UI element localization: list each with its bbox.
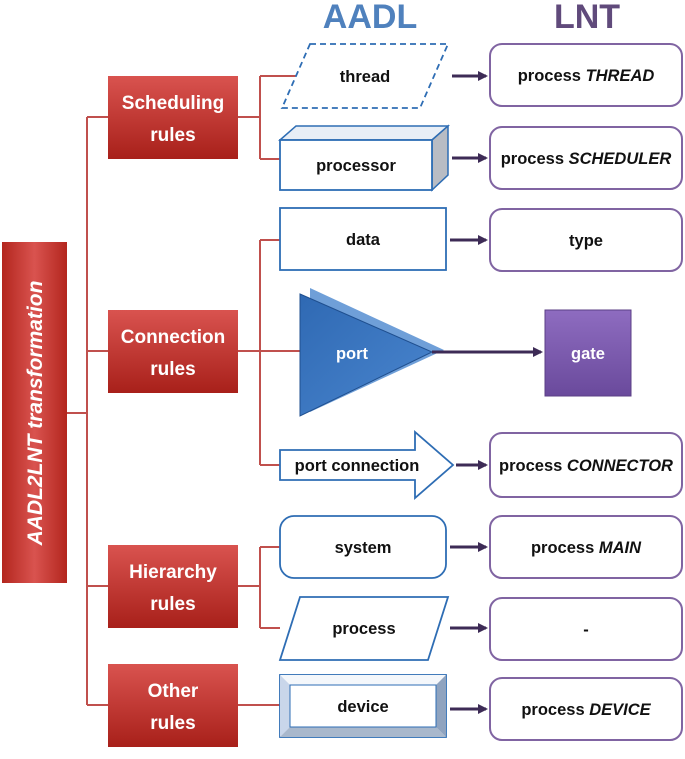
lnt-data-box: type [489,208,683,272]
lnt-port-connection-prefix: process [499,457,567,475]
lnt-system-prefix: process [531,539,599,557]
aadl-header: AADL [323,0,417,36]
aadl-thread-label: thread [340,68,390,86]
scheduling-label-line1: Scheduling [122,93,224,114]
svg-text:process MAIN: process MAIN [531,539,642,557]
lnt-thread-prefix: process [518,67,586,85]
lnt-port-prefix: gate [571,345,605,363]
aadl-system-shape: system [279,515,447,579]
aadl-port-shape: port [299,288,444,417]
svg-text:type: type [569,232,603,250]
group-connection-rules: Connection rules [108,310,238,393]
svg-text:-: - [583,621,589,639]
lnt-system-box: process MAIN [489,515,683,579]
lnt-data-prefix: type [569,232,603,250]
lnt-process-box: - [489,597,683,661]
aadl-data-label: data [346,231,381,249]
scheduling-label-line2: rules [150,125,195,146]
aadl-device-label: device [337,698,388,716]
lnt-header: LNT [554,0,620,36]
group-other-rules: Other rules [108,664,238,747]
aadl-port-connection-shape: port connection [279,430,455,500]
svg-text:process SCHEDULER: process SCHEDULER [501,150,672,168]
lnt-device-box: process DEVICE [489,677,683,741]
aadl-processor-label: processor [316,157,396,175]
connection-label-line1: Connection [121,327,226,348]
hierarchy-label-line2: rules [150,594,195,615]
group-hierarchy-rules: Hierarchy rules [108,545,238,628]
aadl-port-connection-label: port connection [295,457,420,475]
aadl-data-shape: data [279,207,447,271]
lnt-device-prefix: process [521,701,589,719]
lnt-device-name: DEVICE [589,701,651,719]
hierarchy-label-line1: Hierarchy [129,562,217,583]
lnt-thread-name: THREAD [586,67,655,85]
aadl-thread-shape: thread [280,43,450,109]
root-transformation-box: AADL2LNT transformation [2,242,67,583]
svg-text:gate: gate [571,345,605,363]
aadl-process-shape: process [278,596,450,661]
other-label-line1: Other [148,681,199,702]
svg-text:process THREAD: process THREAD [518,67,655,85]
lnt-thread-box: process THREAD [489,43,683,107]
svg-text:process DEVICE: process DEVICE [521,701,651,719]
other-label-line2: rules [150,713,195,734]
lnt-processor-box: process SCHEDULER [489,126,683,190]
aadl-process-label: process [332,620,395,638]
aadl-processor-shape: processor [278,124,450,192]
connection-label-line2: rules [150,359,195,380]
lnt-process-prefix: - [583,621,589,639]
aadl-port-label: port [336,345,369,363]
lnt-processor-name: SCHEDULER [569,150,672,168]
root-label: AADL2LNT transformation [24,281,47,547]
mapping-arrows [432,71,543,714]
connector-lines [67,75,300,706]
group-scheduling-rules: Scheduling rules [108,76,238,159]
lnt-port-connection-box: process CONNECTOR [489,432,683,498]
lnt-port-box: gate [544,309,632,397]
lnt-port-connection-name: CONNECTOR [567,457,673,475]
aadl-device-shape: device [279,674,447,738]
lnt-system-name: MAIN [599,539,642,557]
svg-text:process CONNECTOR: process CONNECTOR [499,457,673,475]
aadl-system-label: system [335,539,392,557]
lnt-processor-prefix: process [501,150,569,168]
